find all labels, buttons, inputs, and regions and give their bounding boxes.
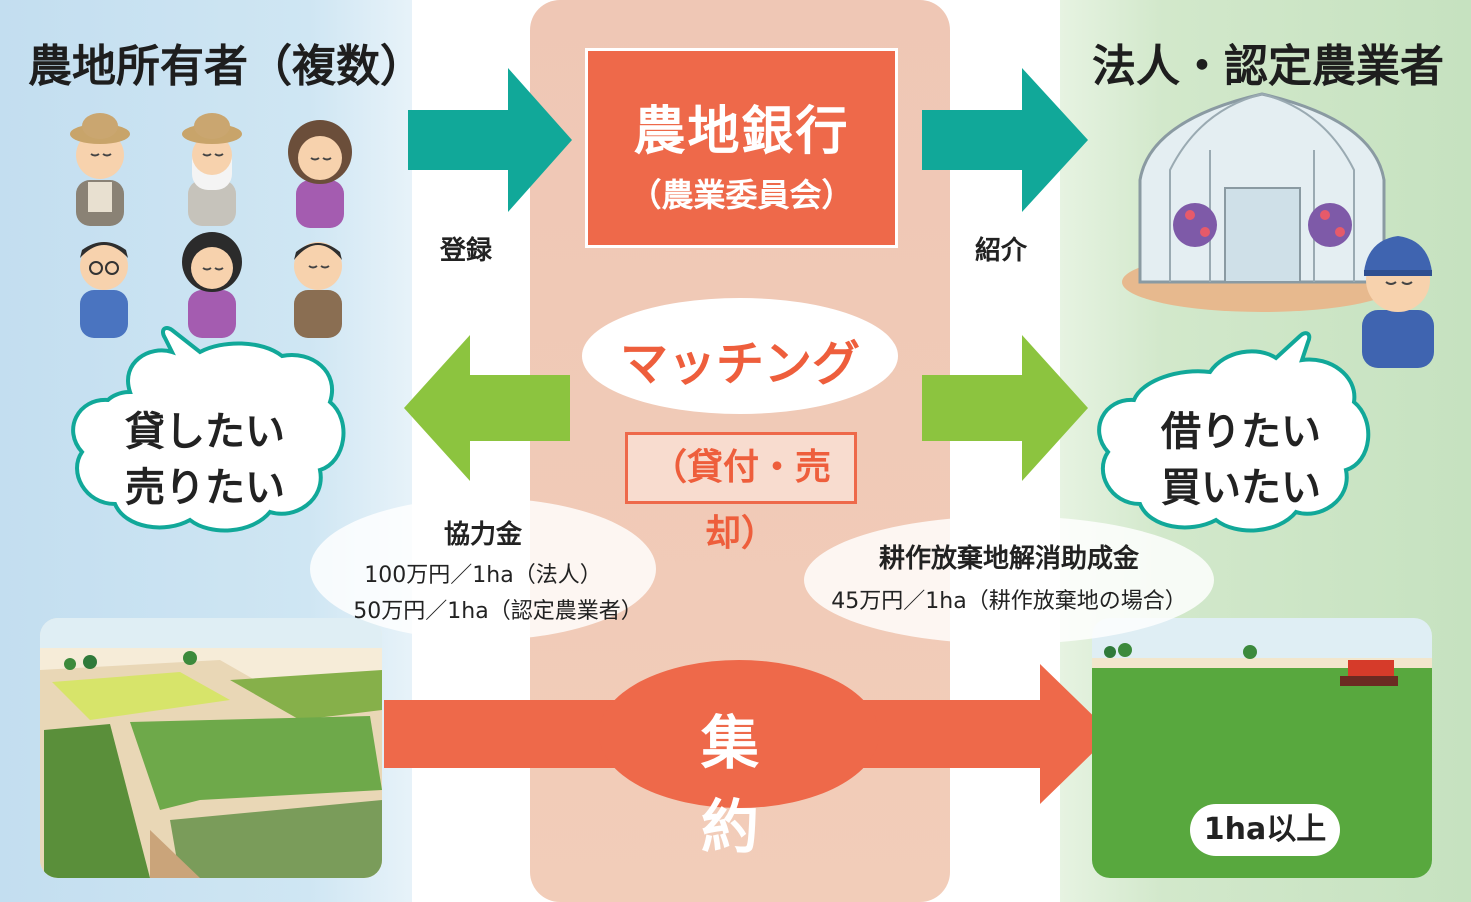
farmland-bank-box: 農地銀行 （農業委員会） [585, 48, 898, 248]
cooperation-subsidy: 協力金 100万円／1ha（法人） 50万円／1ha（認定農業者） [310, 498, 656, 640]
abandoned-land-subsidy: 耕作放棄地解消助成金 45万円／1ha（耕作放棄地の場合） [804, 516, 1214, 644]
greenhouse-illustration [1122, 92, 1402, 312]
young-farmer [1362, 236, 1434, 368]
owner-farmer-2 [182, 113, 242, 226]
matching-label: マッチング [619, 336, 860, 392]
owner-woman-2 [182, 232, 242, 338]
bank-name: 農地銀行 [633, 102, 850, 162]
cooperation-subsidy-line1: 100万円／1ha（法人） [364, 563, 602, 588]
borrow-cloud [1097, 331, 1371, 533]
matching-arrow-left [404, 335, 570, 481]
matching-arrow-right [922, 335, 1088, 481]
lend-cloud-text: 貸したい 売りたい [100, 404, 310, 516]
introduce-arrow [922, 68, 1088, 212]
matching-ellipse [582, 298, 898, 414]
register-arrow [408, 68, 572, 212]
abandoned-land-subsidy-line1: 45万円／1ha（耕作放棄地の場合） [831, 589, 1187, 614]
borrow-cloud-line1: 借りたい [1161, 409, 1321, 455]
lend-cloud-line1: 貸したい [125, 409, 285, 455]
cooperation-subsidy-title: 協力金 [443, 520, 522, 550]
consolidation-ellipse [599, 660, 879, 808]
cooperation-subsidy-line2: 50万円／1ha（認定農業者） [353, 599, 643, 624]
borrow-cloud-text: 借りたい 買いたい [1136, 404, 1346, 516]
lend-sell-box: （貸付・売却） [625, 432, 857, 554]
introduce-label: 紹介 [975, 236, 1028, 266]
owner-man-2 [294, 242, 342, 338]
owner-farmer-1 [70, 113, 130, 226]
lend-cloud-line2: 売りたい [125, 465, 285, 511]
owners-title: 農地所有者（複数） [28, 41, 424, 92]
patchwork-field [40, 618, 382, 878]
farmers-title: 法人・認定農業者 [1092, 41, 1444, 92]
consolidation-label: 集 約 [700, 709, 898, 861]
register-label: 登録 [440, 236, 493, 266]
owner-woman-1 [288, 120, 352, 228]
bank-subtitle: （農業委員会） [629, 176, 854, 214]
lend-cloud [71, 326, 346, 533]
owner-man-glasses [80, 242, 128, 338]
borrow-cloud-line2: 買いたい [1161, 465, 1321, 511]
abandoned-land-subsidy-title: 耕作放棄地解消助成金 [878, 544, 1139, 574]
area-label: 1ha以上 [1190, 804, 1340, 856]
